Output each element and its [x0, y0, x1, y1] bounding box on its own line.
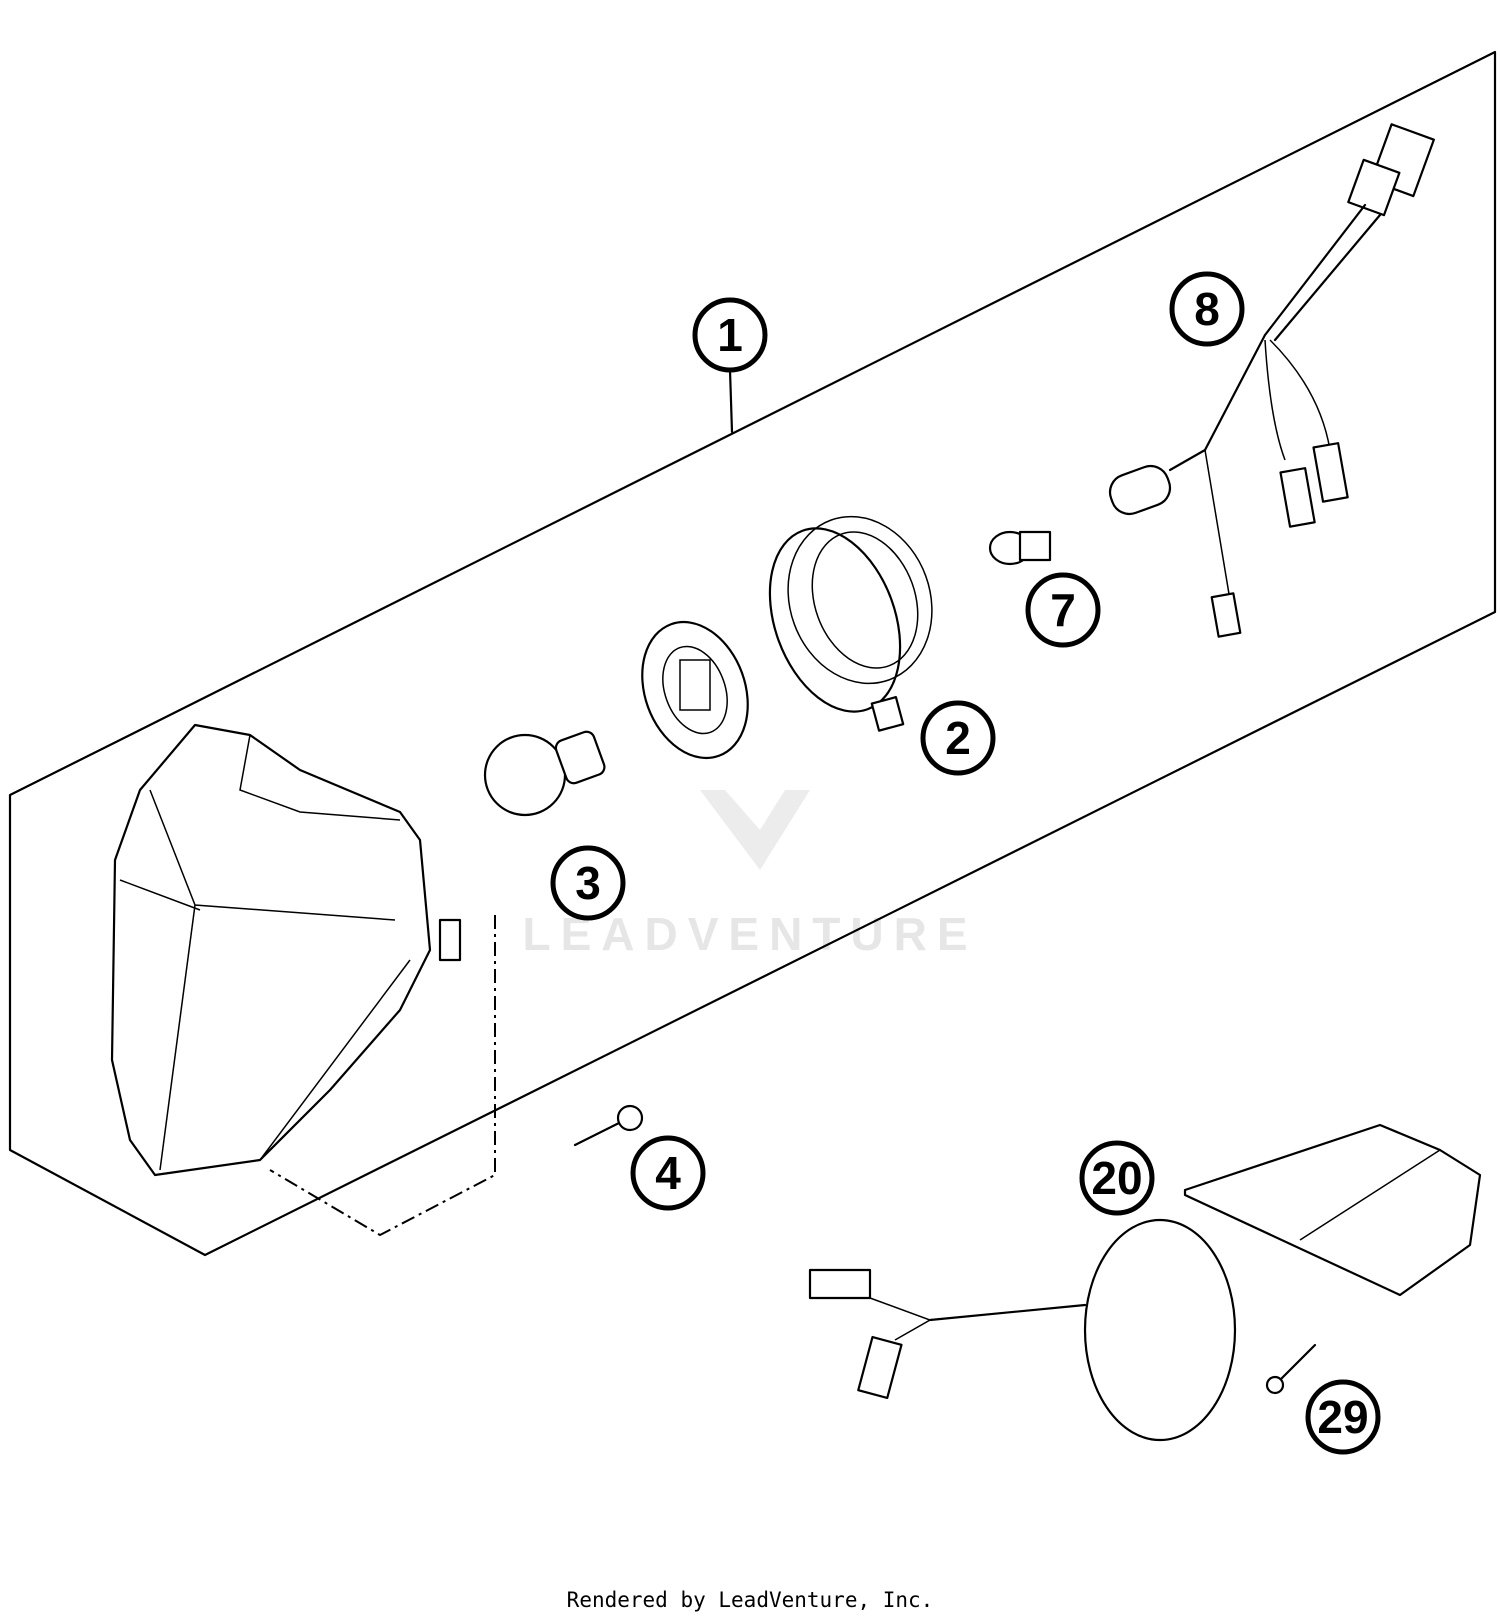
svg-text:29: 29 [1317, 1391, 1368, 1443]
callout-1-leader [728, 368, 734, 434]
screw [573, 1104, 644, 1147]
callout-8[interactable]: 8 [1169, 271, 1245, 347]
svg-text:3: 3 [575, 857, 601, 909]
headlight-housing [110, 723, 462, 1177]
svg-text:1: 1 [717, 309, 743, 361]
bulb-socket [641, 620, 749, 760]
parking-bulb [988, 530, 1052, 566]
callout-2[interactable]: 2 [920, 700, 996, 776]
assembly-panel [8, 50, 1497, 1257]
callout-29[interactable]: 29 [1305, 1379, 1381, 1455]
wiring-harness [1108, 123, 1435, 638]
callout-20[interactable]: 20 [1079, 1140, 1155, 1216]
callout-7[interactable]: 7 [1025, 572, 1101, 648]
svg-text:20: 20 [1091, 1152, 1142, 1204]
license-plate-holder [808, 1123, 1482, 1442]
callout-4[interactable]: 4 [630, 1135, 706, 1211]
reflector-ring [768, 515, 933, 732]
footer-credit: Rendered by LeadVenture, Inc. [566, 1588, 934, 1612]
assembly-dashline [269, 915, 496, 1237]
headlight-bulb [483, 730, 606, 817]
svg-text:4: 4 [655, 1147, 681, 1199]
svg-text:2: 2 [945, 712, 971, 764]
svg-text:7: 7 [1050, 584, 1076, 636]
callout-1[interactable]: 1 [692, 297, 768, 373]
plate-screw [1265, 1343, 1317, 1395]
callout-3[interactable]: 3 [550, 845, 626, 921]
svg-text:8: 8 [1194, 283, 1220, 335]
